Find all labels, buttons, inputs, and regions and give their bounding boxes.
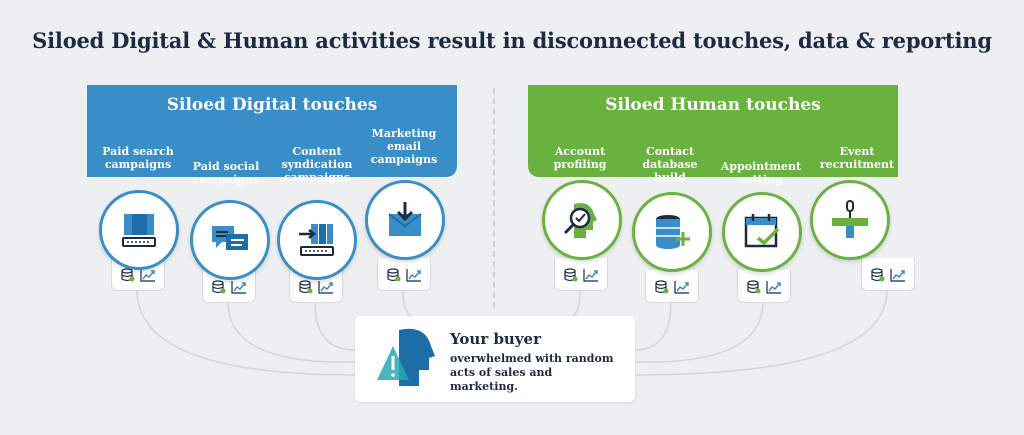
digital-item-label-1: Paid search campaigns <box>102 145 174 171</box>
data-tab-6 <box>645 270 699 303</box>
calendar-check-icon <box>744 214 780 248</box>
data-tab-7 <box>737 270 791 303</box>
human-panel: Siloed Human touches <box>528 85 898 193</box>
trend-chart-icon <box>890 269 905 282</box>
podium-microphone-icon <box>832 200 868 238</box>
database-icon <box>387 268 401 282</box>
monitor-keyboard-icon <box>122 214 156 247</box>
data-tab-8 <box>861 258 915 291</box>
database-icon <box>747 280 761 294</box>
account-profiling-circle <box>542 180 622 260</box>
content-syndication-circle <box>277 200 357 280</box>
marketing-email-circle <box>365 180 445 260</box>
digital-panel-title: Siloed Digital touches <box>166 95 378 115</box>
digital-panel: Siloed Digital touches <box>87 85 457 193</box>
page-title: Siloed Digital & Human activities result… <box>32 28 992 53</box>
contact-database-circle <box>632 192 712 272</box>
chat-bubbles-icon <box>212 226 248 250</box>
human-item-label-1: Account profiling <box>553 145 607 171</box>
human-item-label-4: Event recruitment <box>819 145 895 171</box>
section-divider <box>493 88 495 308</box>
buyer-subtitle: overwhelmed with random acts of sales an… <box>450 352 614 393</box>
data-tab-5 <box>554 258 608 291</box>
trend-chart-icon <box>231 281 246 294</box>
human-panel-title: Siloed Human touches <box>605 95 821 115</box>
buyer-card: Your buyer overwhelmed with random acts … <box>355 316 635 402</box>
database-icon <box>212 280 226 294</box>
database-icon <box>564 268 578 282</box>
database-icon <box>871 268 885 282</box>
data-tab-4 <box>377 258 431 291</box>
laptop-arrow-icon <box>299 224 334 256</box>
trend-chart-icon <box>583 269 598 282</box>
trend-chart-icon <box>140 269 155 282</box>
buyer-title: Your buyer <box>450 330 541 348</box>
paid-search-circle <box>99 190 179 270</box>
digital-item-label-3: Content syndication campaigns <box>281 145 353 184</box>
human-item-label-3: Appointment setting <box>720 160 802 186</box>
trend-chart-icon <box>318 281 333 294</box>
digital-item-label-4: Marketing email campaigns <box>370 127 438 166</box>
paid-social-circle <box>190 200 270 280</box>
trend-chart-icon <box>766 281 781 294</box>
email-download-icon <box>388 202 422 236</box>
trend-chart-icon <box>406 269 421 282</box>
event-recruitment-circle <box>810 180 890 260</box>
appointment-setting-circle <box>722 192 802 272</box>
head-search-icon <box>563 203 597 238</box>
head-warning-icon <box>377 328 435 386</box>
human-item-label-2: Contact database build <box>642 145 698 184</box>
database-icon <box>121 268 135 282</box>
digital-item-label-2: Paid social campaigns <box>192 160 260 186</box>
database-icon <box>299 280 313 294</box>
trend-chart-icon <box>674 281 689 294</box>
database-icon <box>655 280 669 294</box>
database-plus-icon <box>656 215 690 249</box>
